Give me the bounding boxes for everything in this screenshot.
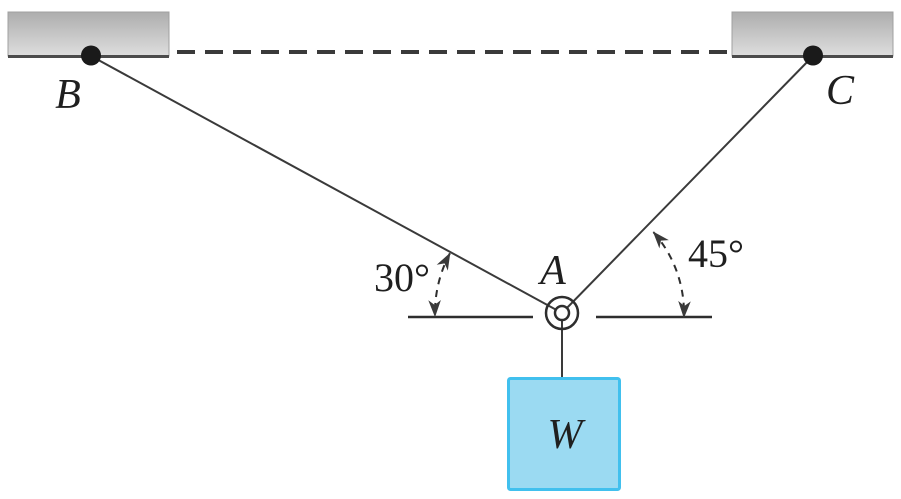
pulley-ring-a [544, 295, 580, 331]
anchor-point-c-dot [803, 45, 823, 66]
label-angle-45: 45° [688, 231, 744, 276]
label-anchor-b: B [55, 72, 81, 118]
label-angle-30: 30° [374, 255, 430, 300]
label-weight-w: W [548, 412, 587, 458]
angle-arc-30 [428, 252, 451, 318]
cable-ac [561, 55, 814, 314]
anchor-point-b-dot [81, 45, 101, 66]
weight-box [507, 377, 621, 491]
label-anchor-c: C [826, 68, 855, 114]
cable-ab [90, 55, 563, 314]
pulley-outer-ring [544, 295, 580, 331]
pulley-inner-hub [553, 304, 571, 322]
label-junction-a: A [537, 248, 566, 294]
angle-arc-45 [652, 231, 691, 319]
